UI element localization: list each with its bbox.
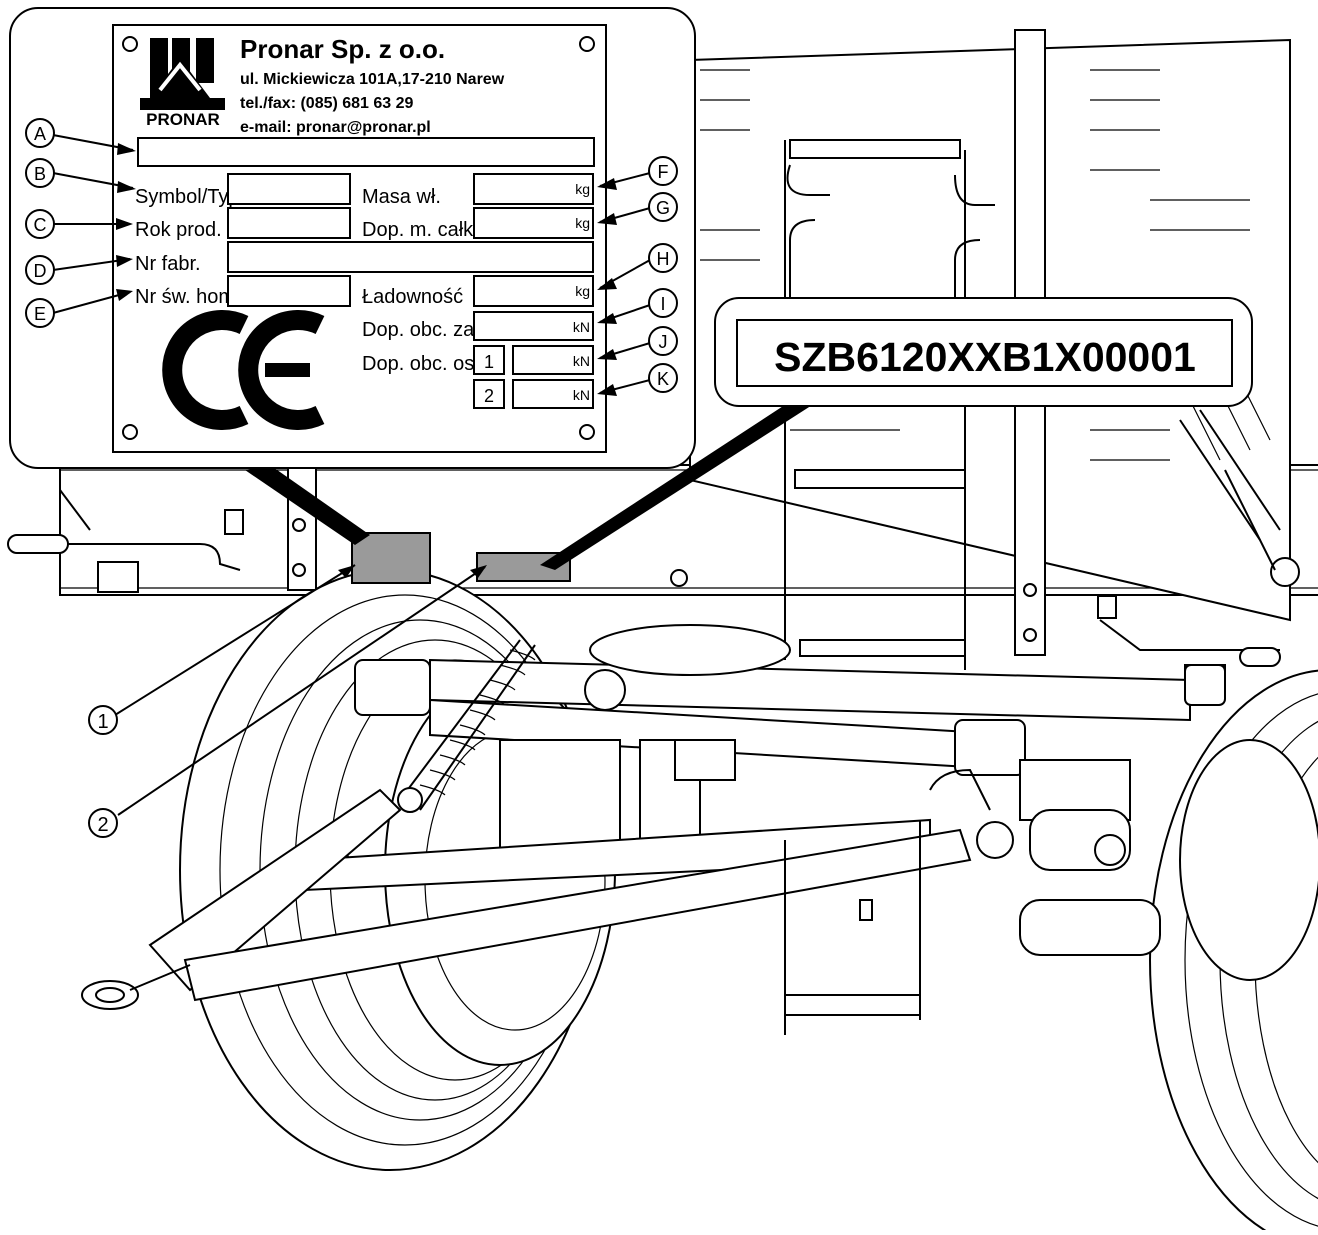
callout-e: E <box>25 298 55 328</box>
serial-callout: SZB6120XXB1X00001 <box>714 297 1253 407</box>
field-ladownosc <box>473 275 594 307</box>
data-plate-callout: PRONAR Pronar Sp. z o.o. ul. Mickiewicza… <box>0 0 696 469</box>
unit-kg-3: kg <box>575 283 590 299</box>
ladder <box>784 139 995 670</box>
svg-text:D: D <box>34 261 47 281</box>
label-masa-wl: Masa wł. <box>362 186 441 208</box>
callout-h: H <box>648 243 678 273</box>
label-nr-fabr: Nr fabr. <box>135 253 201 275</box>
callout-j: J <box>648 326 678 356</box>
marker-2: 2 <box>88 808 118 838</box>
label-ladownosc: Ładowność <box>362 286 463 308</box>
right-wheel <box>1149 669 1318 1235</box>
serial-number: SZB6120XXB1X00001 <box>774 334 1196 380</box>
callout-a: A <box>25 118 55 148</box>
svg-text:I: I <box>660 294 665 314</box>
label-dop-m-calk: Dop. m. całk. <box>362 219 479 241</box>
logo-text: PRONAR <box>146 110 220 129</box>
ce-mark-text: CE <box>0 0 2 1</box>
unit-kg-2: kg <box>575 215 590 231</box>
svg-text:K: K <box>657 369 669 389</box>
unit-kg-1: kg <box>575 181 590 197</box>
marker-2-label: 2 <box>97 814 108 836</box>
svg-text:B: B <box>34 164 46 184</box>
marker-1: 1 <box>88 705 118 735</box>
field-nr-fabr <box>227 241 594 273</box>
svg-text:C: C <box>34 215 47 235</box>
callout-k: K <box>648 363 678 393</box>
field-symbol-typ <box>227 173 351 205</box>
pronar-logo: PRONAR <box>140 38 225 129</box>
step-ladder <box>784 820 921 1035</box>
svg-text:A: A <box>34 124 46 144</box>
label-nr-sw-hom: Nr św. hom. <box>135 286 241 308</box>
marker-1-leader <box>114 564 356 716</box>
label-symbol-typ: Symbol/Typ <box>135 186 239 208</box>
unit-kn-3: kN <box>573 387 590 403</box>
svg-text:J: J <box>659 332 668 352</box>
plate-company: Pronar Sp. z o.o. <box>240 34 445 64</box>
plate-sticker-location <box>351 532 431 584</box>
plate-email: e-mail: pronar@pronar.pl <box>240 119 431 136</box>
plate-pointer <box>245 465 370 545</box>
field-dop-m-calk <box>473 207 594 239</box>
callout-g: G <box>648 192 678 222</box>
label-dop-obc-osi: Dop. obc. osi <box>362 353 479 375</box>
field-rok-prod <box>227 207 351 239</box>
drawbar <box>81 788 972 1010</box>
plate-address: ul. Mickiewicza 101A,17-210 Narew <box>240 71 505 88</box>
label-dop-obc-zacz: Dop. obc. zacz <box>362 319 494 341</box>
field-dop-obc-zacz <box>473 311 594 341</box>
field-axle-1-value <box>512 345 594 375</box>
plate-phone: tel./fax: (085) 681 63 29 <box>240 95 414 112</box>
field-axle-1-box <box>473 345 505 375</box>
rear-spring <box>1179 379 1300 587</box>
callout-f: F <box>648 156 678 186</box>
field-nr-sw-hom <box>227 275 351 307</box>
marker-2-leader <box>117 566 486 816</box>
marker-1-label: 1 <box>97 711 108 733</box>
svg-text:H: H <box>657 249 670 269</box>
callout-c: C <box>25 209 55 239</box>
unit-kn-1: kN <box>573 319 590 335</box>
callout-b: B <box>25 158 55 188</box>
label-axle-2: 2 <box>484 386 494 406</box>
field-axle-2-value <box>512 379 594 409</box>
left-handle <box>7 489 244 593</box>
field-a-box <box>137 137 595 167</box>
letter-callouts: A B C D E F G H I J K <box>25 118 678 396</box>
svg-text:F: F <box>658 162 669 182</box>
svg-text:G: G <box>656 198 670 218</box>
ce-mark: CE <box>0 0 325 430</box>
chassis <box>354 624 1226 956</box>
label-rok-prod: Rok prod. <box>135 219 222 241</box>
field-axle-2-box <box>473 379 505 409</box>
unit-kn-2: kN <box>573 353 590 369</box>
serial-pointer <box>540 395 820 570</box>
label-axle-1: 1 <box>484 352 494 372</box>
field-masa-wl <box>473 173 594 205</box>
callout-d: D <box>25 255 55 285</box>
svg-text:E: E <box>34 304 46 324</box>
callout-i: I <box>648 288 678 318</box>
